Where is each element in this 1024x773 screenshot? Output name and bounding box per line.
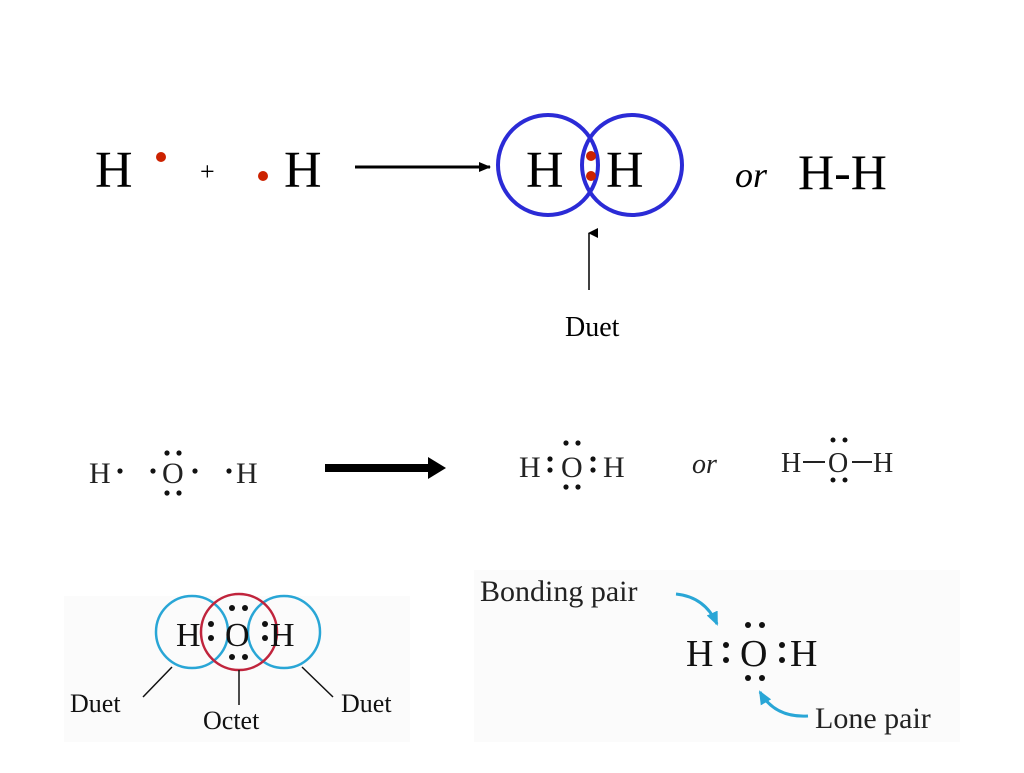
- bonding-electron: [547, 456, 553, 462]
- duet-right-label: Duet: [341, 689, 392, 718]
- lone-pair-electron: [242, 605, 248, 611]
- bonding-electron: [723, 642, 729, 648]
- h-shell-circle-right: [246, 594, 322, 670]
- electron-dot: [164, 490, 170, 496]
- h2o-product-o: O: [561, 451, 583, 484]
- h-shell-circle-left: [154, 594, 230, 670]
- lone-pair-electron: [745, 675, 751, 681]
- duet-left-leader: [142, 666, 173, 698]
- lone-pair-electron: [575, 484, 581, 490]
- h2-reactant-right: H: [284, 142, 322, 199]
- lone-pair-electron: [830, 477, 836, 483]
- bonding-electron: [590, 456, 596, 462]
- h2o-reaction: H O H H O H or H O H: [89, 437, 893, 496]
- h2o-product-h-right: H: [603, 451, 625, 484]
- lone-pair-electron: [830, 437, 836, 443]
- electron-dot: [192, 468, 198, 474]
- electron-dot: [258, 171, 268, 181]
- h2-structural-formula: H-H: [798, 144, 887, 200]
- lone-pair-electron: [575, 440, 581, 446]
- or-label: or: [735, 155, 768, 195]
- h2o-struct-h-right: H: [873, 448, 893, 479]
- duet-left-label: Duet: [70, 689, 121, 718]
- h2-product-right: H: [606, 142, 644, 199]
- bonding-pair-arrow: [675, 592, 719, 626]
- h-shell-circle-right: [580, 113, 684, 217]
- bonding-electron: [262, 621, 268, 627]
- lone-pair-electron: [563, 440, 569, 446]
- lone-pair-electron: [842, 437, 848, 443]
- h2o-struct-o: O: [828, 448, 848, 479]
- pairs-h-left: H: [686, 633, 713, 675]
- lone-pair-electron: [563, 484, 569, 490]
- water-h-left: H: [176, 617, 201, 654]
- bonding-electron: [723, 657, 729, 663]
- h2-reaction: H + H H H or H-H Duet: [95, 113, 887, 343]
- bonding-electron: [590, 467, 596, 473]
- h2o-reactant-o: O: [162, 457, 184, 490]
- lone-pair-arrow: [758, 690, 809, 718]
- electron-dot: [226, 468, 232, 474]
- h2o-reactant-h-right: H: [236, 457, 258, 490]
- electron-dot: [156, 152, 166, 162]
- water-o: O: [225, 617, 250, 654]
- electron-dot: [117, 468, 123, 474]
- h-shell-circle-left: [496, 113, 600, 217]
- lone-pair-electron: [842, 477, 848, 483]
- bonding-electron: [262, 635, 268, 641]
- water-pairs-panel: Bonding pair H O H Lone pair: [474, 570, 960, 742]
- electron-dot: [164, 450, 170, 456]
- h2-product-left: H: [526, 142, 564, 199]
- h2o-struct-h-left: H: [781, 448, 801, 479]
- duet-label: Duet: [565, 312, 620, 343]
- shared-electron: [586, 171, 596, 181]
- h2-reactant-left: H: [95, 142, 133, 199]
- duet-right-leader: [301, 666, 334, 698]
- lone-pair-electron: [759, 622, 765, 628]
- electron-dot: [176, 450, 182, 456]
- electron-dot: [150, 468, 156, 474]
- lone-pair-label: Lone pair: [815, 702, 931, 735]
- bonding-electron: [208, 621, 214, 627]
- pairs-o: O: [740, 633, 767, 675]
- pairs-h-right: H: [790, 633, 817, 675]
- or-label: or: [692, 449, 717, 480]
- reaction-arrowhead: [428, 457, 446, 479]
- h2o-product-h-left: H: [519, 451, 541, 484]
- panel-background: [474, 570, 960, 742]
- lone-pair-electron: [759, 675, 765, 681]
- bonding-electron: [547, 467, 553, 473]
- bonding-electron: [779, 657, 785, 663]
- octet-label: Octet: [203, 706, 260, 735]
- lone-pair-electron: [745, 622, 751, 628]
- bonding-electron: [208, 635, 214, 641]
- water-shells-panel: H O H Duet Octet Duet: [64, 592, 410, 742]
- plus-sign: +: [200, 157, 215, 186]
- bonding-pair-label: Bonding pair: [480, 575, 638, 608]
- shared-electron: [586, 151, 596, 161]
- h2o-reactant-h-left: H: [89, 457, 111, 490]
- water-h-right: H: [270, 617, 295, 654]
- electron-dot: [176, 490, 182, 496]
- lone-pair-electron: [229, 605, 235, 611]
- bonding-electron: [779, 642, 785, 648]
- lone-pair-electron: [229, 654, 235, 660]
- lone-pair-electron: [242, 654, 248, 660]
